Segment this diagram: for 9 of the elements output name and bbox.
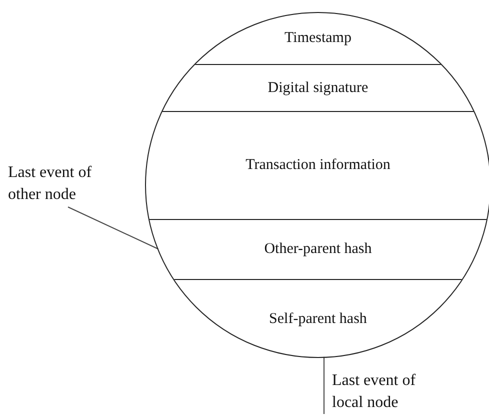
field-label: Timestamp xyxy=(284,30,352,47)
field-label: Other-parent hash xyxy=(264,241,372,258)
field-label: Self-parent hash xyxy=(269,311,367,328)
event-circle xyxy=(145,12,489,358)
leader-text: Last event of local node xyxy=(332,370,432,414)
leader-line xyxy=(68,206,159,250)
field-label: Digital signature xyxy=(268,80,368,96)
field-label: Transaction information xyxy=(246,157,390,174)
leader-text: Last event of other node xyxy=(8,162,108,206)
